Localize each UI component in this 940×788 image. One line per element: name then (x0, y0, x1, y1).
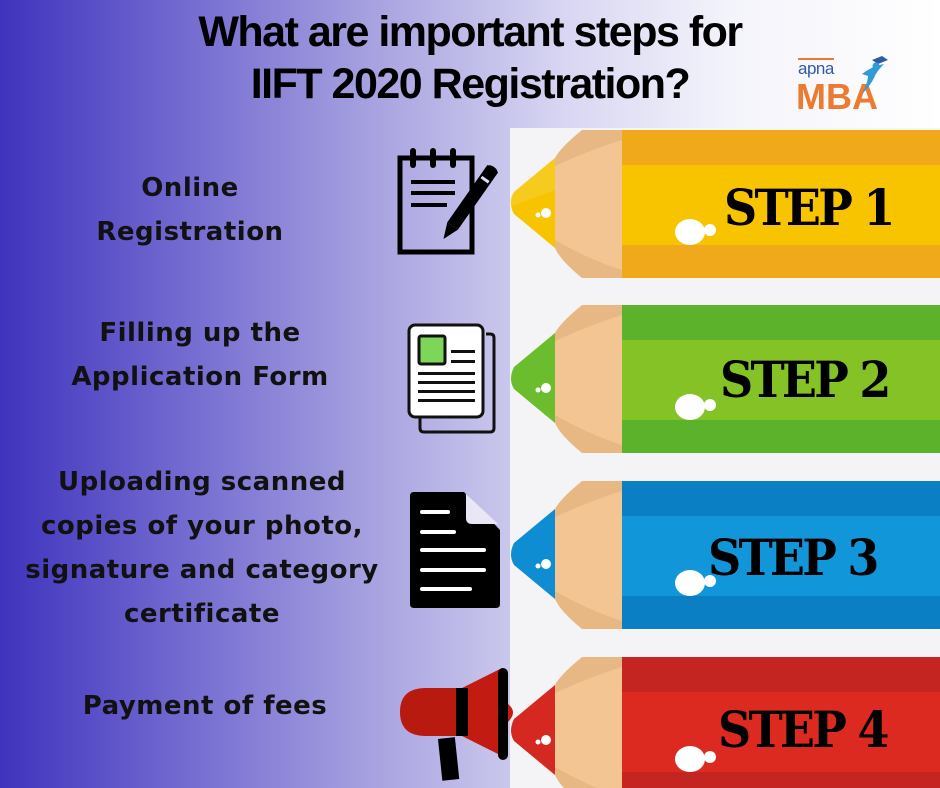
step-4-pencil (510, 657, 940, 788)
step-3-text-line: copies of your photo, (40, 511, 364, 541)
megaphone-icon (400, 668, 513, 781)
step-3-text-line: Uploading scanned (58, 467, 346, 497)
step-3-pencil (510, 481, 940, 629)
step-2-text-line: Application Form (71, 362, 329, 392)
step-2-description: Filling up the Application Form (40, 311, 360, 399)
graduate-figure-icon (862, 56, 888, 94)
step-2-label: STEP 2 (720, 350, 891, 409)
notepad-pencil-icon (397, 148, 499, 255)
step-3-text-line: signature and category (25, 555, 379, 585)
step-2-pencil (510, 305, 940, 453)
step-4-description: Payment of fees (40, 684, 370, 728)
step-3-text-line: certificate (124, 599, 280, 629)
title-line-1: What are important steps for (198, 8, 743, 56)
apnamba-logo: apna MBA (794, 56, 894, 122)
step-3-description: Uploading scanned copies of your photo, … (12, 460, 392, 636)
title-line-2: IIFT 2020 Registration? (250, 60, 691, 108)
step-1-text-line: Online (141, 173, 239, 203)
step-1-label: STEP 1 (724, 178, 895, 237)
step-4-text-line: Payment of fees (82, 691, 328, 721)
step-4-label: STEP 4 (718, 700, 889, 759)
step-1-text-line: Registration (96, 217, 284, 247)
step-3-label: STEP 3 (708, 528, 879, 587)
logo-apna-text: apna (798, 58, 834, 78)
document-icon (410, 492, 500, 608)
application-form-icon (407, 323, 496, 434)
page-title: What are important steps for IIFT 2020 R… (0, 6, 940, 110)
step-1-description: Online Registration (60, 166, 320, 254)
step-1-pencil (510, 130, 940, 278)
step-2-text-line: Filling up the (99, 318, 301, 348)
logo-mba-text: MBA (796, 76, 878, 117)
